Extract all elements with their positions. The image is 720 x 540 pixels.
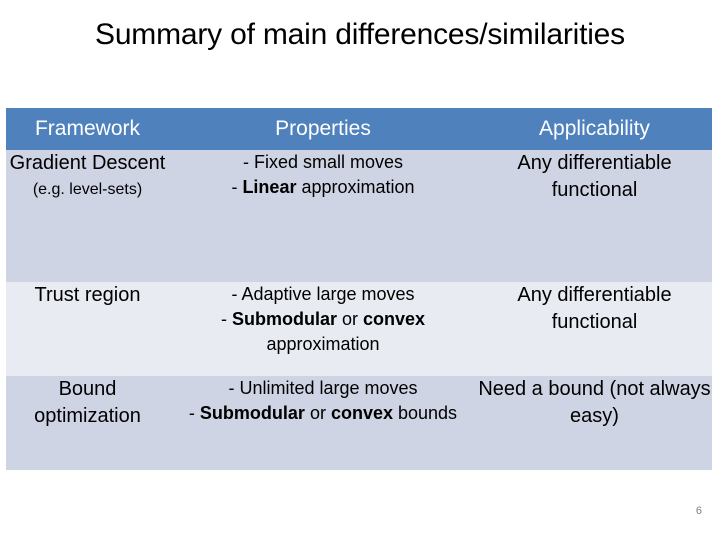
cell-applicability: Need a bound (not always easy)	[477, 376, 712, 470]
cell-framework: Bound optimization	[6, 376, 169, 470]
property-line: - Fixed small moves	[169, 150, 477, 175]
applicability-text: Any differentiable functional	[517, 284, 672, 333]
cell-properties: - Adaptive large moves - Submodular or c…	[169, 282, 477, 376]
framework-name: Bound optimization	[34, 378, 141, 427]
bullet-dash: -	[220, 309, 232, 329]
applicability-text: Any differentiable functional	[517, 152, 672, 201]
bullet-dash: -	[228, 378, 240, 398]
page-number: 6	[695, 505, 702, 517]
table-row: Gradient Descent (e.g. level-sets) - Fix…	[6, 150, 712, 282]
cell-framework: Trust region	[6, 282, 169, 376]
column-header-applicability: Applicability	[477, 108, 712, 150]
comparison-table: Framework Properties Applicability Gradi…	[6, 108, 712, 470]
plain-text: bounds	[393, 403, 458, 423]
table-header-row: Framework Properties Applicability	[6, 108, 712, 150]
property-line: - Adaptive large moves	[169, 282, 477, 307]
bullet-dash: -	[188, 403, 200, 423]
emphasis-text: Submodular	[231, 309, 337, 329]
table-row: Trust region - Adaptive large moves - Su…	[6, 282, 712, 376]
cell-applicability: Any differentiable functional	[477, 282, 712, 376]
cell-applicability: Any differentiable functional	[477, 150, 712, 282]
framework-example: (e.g. level-sets)	[32, 181, 143, 198]
bullet-dash: -	[242, 152, 254, 172]
table-row: Bound optimization - Unlimited large mov…	[6, 376, 712, 470]
plain-text: Unlimited large moves	[239, 378, 418, 398]
cell-properties: - Unlimited large moves - Submodular or …	[169, 376, 477, 470]
cell-framework: Gradient Descent (e.g. level-sets)	[6, 150, 169, 282]
framework-name: Gradient Descent	[9, 152, 166, 174]
emphasis-text: convex	[362, 309, 426, 329]
property-line: - Submodular or convex bounds	[169, 401, 477, 426]
plain-text: approximation	[266, 334, 380, 354]
property-line: - Linear approximation	[169, 175, 477, 200]
column-header-properties: Properties	[169, 108, 477, 150]
plain-text: or	[304, 403, 331, 423]
column-header-framework: Framework	[6, 108, 169, 150]
property-line: - Submodular or convex approximation	[169, 307, 477, 357]
plain-text: approximation	[296, 177, 415, 197]
emphasis-text: Submodular	[199, 403, 305, 423]
plain-text: or	[336, 309, 363, 329]
property-line: - Unlimited large moves	[169, 376, 477, 401]
cell-properties: - Fixed small moves - Linear approximati…	[169, 150, 477, 282]
framework-name: Trust region	[34, 284, 141, 306]
emphasis-text: convex	[330, 403, 393, 423]
applicability-text: Need a bound (not always easy)	[478, 378, 711, 427]
emphasis-text: Linear	[242, 177, 297, 197]
plain-text: Fixed small moves	[253, 152, 404, 172]
page-title: Summary of main differences/similarities	[95, 18, 625, 51]
bullet-dash: -	[231, 284, 242, 304]
bullet-dash: -	[231, 177, 243, 197]
plain-text: Adaptive large moves	[241, 284, 415, 304]
